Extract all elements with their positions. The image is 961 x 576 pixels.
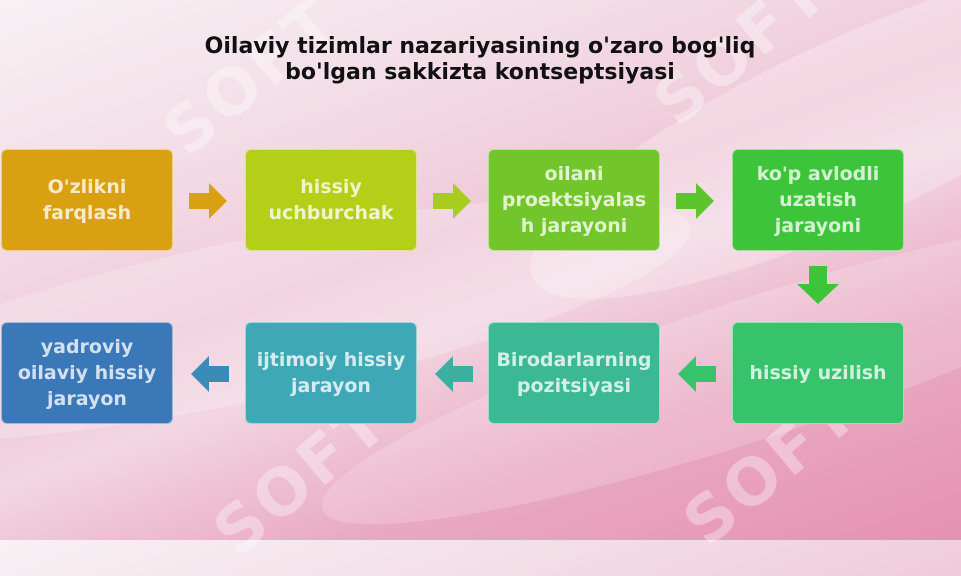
box-line: Birodarlarning (496, 349, 652, 371)
box-line: jarayon (291, 375, 371, 397)
box-line: jarayon (47, 388, 127, 410)
arrow-right-icon (433, 183, 471, 219)
arrow-left-icon (435, 356, 473, 392)
arrow-down-icon (797, 266, 839, 304)
title-line: Oilaviy tizimlar nazariyasining o'zaro b… (204, 34, 756, 59)
arrow-shape (797, 266, 839, 304)
concept-box-family-projection: oilani proektsiyalas h jarayoni (488, 149, 660, 251)
arrow-shape (191, 356, 229, 392)
arrow-shape (678, 356, 716, 392)
box-line: uchburchak (268, 202, 394, 224)
arrow-shape (676, 183, 714, 219)
concept-box-emotional-cutoff: hissiy uzilish (732, 322, 904, 424)
title-line: bo'lgan sakkizta kontseptsiyasi (285, 60, 675, 85)
box-line: oilani (544, 163, 604, 185)
box-line: oilaviy hissiy (17, 362, 157, 384)
box-line: pozitsiyasi (516, 375, 632, 397)
concept-box-sibling-position: Birodarlarning pozitsiyasi (488, 322, 660, 424)
box-line: yadroviy (40, 336, 134, 358)
box-line: O'zlikni (47, 176, 127, 198)
box-line: jarayoni (774, 215, 862, 237)
box-line: hissiy (300, 176, 362, 198)
box-line: h jarayoni (520, 215, 628, 237)
box-line: uzatish (779, 189, 857, 211)
box-line: ko'p avlodli (756, 163, 880, 185)
arrow-left-icon (678, 356, 716, 392)
concept-box-societal-emotional-process: ijtimoiy hissiy jarayon (245, 322, 417, 424)
arrow-right-icon (189, 183, 227, 219)
arrow-shape (433, 183, 471, 219)
box-line: ijtimoiy hissiy (256, 349, 406, 371)
concept-box-emotional-triangle: hissiy uchburchak (245, 149, 417, 251)
box-line: proektsiyalas (501, 189, 647, 211)
arrow-left-icon (191, 356, 229, 392)
concept-box-multigenerational-transmission: ko'p avlodli uzatish jarayoni (732, 149, 904, 251)
concept-box-differentiation-of-self: O'zlikni farqlash (1, 149, 173, 251)
box-line: hissiy uzilish (749, 362, 887, 384)
box-line: farqlash (42, 202, 132, 224)
diagram-title: Oilaviy tizimlar nazariyasining o'zaro b… (120, 34, 840, 86)
arrow-right-icon (676, 183, 714, 219)
concept-box-nuclear-family-emotional-process: yadroviy oilaviy hissiy jarayon (1, 322, 173, 424)
arrow-shape (189, 183, 227, 219)
arrow-shape (435, 356, 473, 392)
